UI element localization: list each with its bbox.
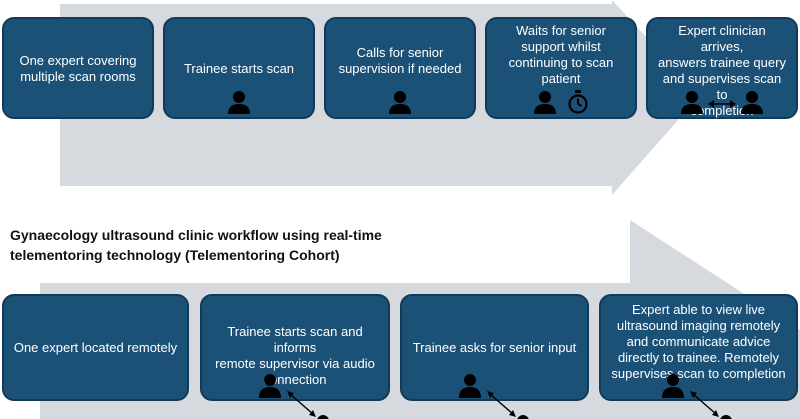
step-text: Waits for senior support whilst continui… — [508, 23, 614, 86]
person-icon — [317, 415, 329, 419]
step-calls-senior: Calls for senior supervision if needed — [324, 17, 476, 119]
step-text: Calls for senior supervision if needed — [338, 45, 462, 76]
step-text: One expert located remotely — [13, 340, 178, 355]
person-icon — [459, 374, 481, 398]
person-icon — [259, 374, 281, 398]
stopwatch-icon — [568, 90, 588, 114]
person-icon — [741, 91, 763, 114]
step-trainee-informs: Trainee starts scan and informs remote s… — [200, 294, 390, 401]
diagonal-double-arrow-icon — [287, 391, 316, 417]
person-icon — [720, 415, 732, 419]
step-text: Expert clinician arrives, answers traine… — [658, 23, 786, 118]
person-icon — [389, 91, 411, 114]
diagonal-double-arrow-icon — [690, 391, 719, 417]
step-expert-arrives: Expert clinician arrives, answers traine… — [646, 17, 798, 119]
person-icon — [228, 91, 250, 114]
step-waits-senior: Waits for senior support whilst continui… — [485, 17, 637, 119]
person-icon — [534, 91, 556, 114]
step-text: Trainee starts scan and informs remote s… — [215, 324, 375, 387]
step-one-expert-covering: One expert covering multiple scan rooms — [2, 17, 154, 119]
step-remote-supervision: Expert able to view live ultrasound imag… — [599, 294, 798, 401]
step-text: One expert covering multiple scan rooms — [19, 53, 137, 84]
step-text: Expert able to view live ultrasound imag… — [611, 302, 786, 381]
person-icon — [517, 415, 529, 419]
double-arrow-icon — [708, 100, 736, 108]
step-text: Trainee asks for senior input — [412, 340, 577, 355]
step-text: Trainee starts scan — [183, 61, 295, 76]
person-icon — [681, 91, 703, 114]
trainee-remote-link-2 — [459, 374, 529, 419]
section-heading: Gynaecology ultrasound clinic workflow u… — [10, 227, 382, 263]
trainee-remote-link-1 — [259, 374, 329, 419]
step-expert-remote: One expert located remotely — [2, 294, 189, 401]
step-trainee-asks: Trainee asks for senior input — [400, 294, 589, 401]
person-icon — [662, 374, 684, 398]
step-trainee-starts: Trainee starts scan — [163, 17, 315, 119]
trainee-remote-link-3 — [662, 374, 732, 419]
diagonal-double-arrow-icon — [487, 391, 516, 417]
